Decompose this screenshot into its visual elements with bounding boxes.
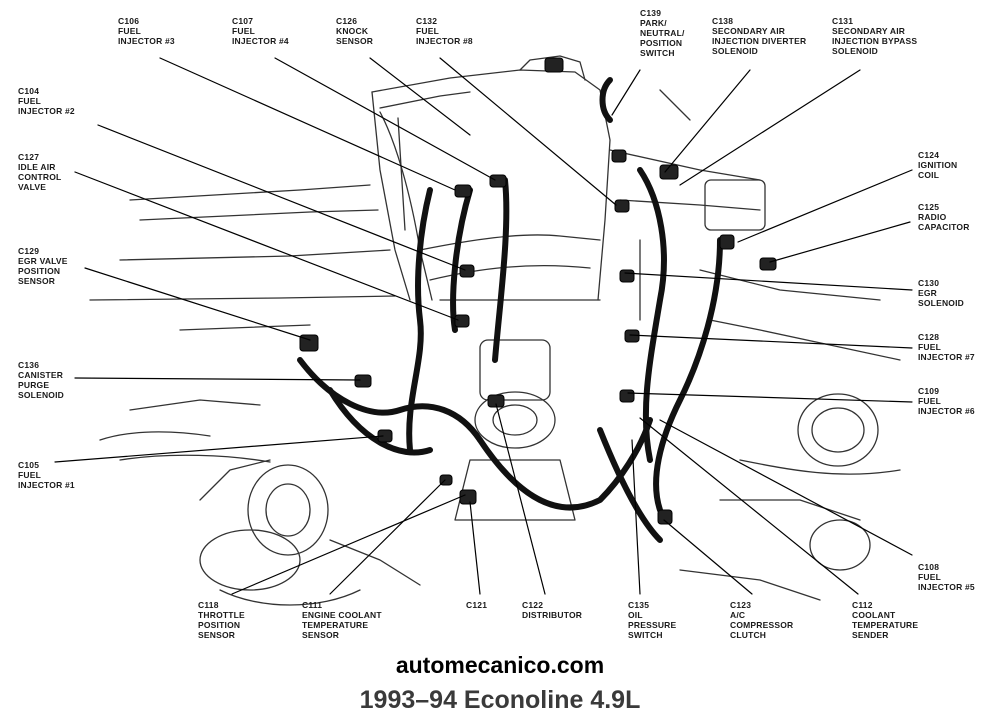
leader-lines <box>54 57 913 595</box>
site-watermark: automecanico.com <box>395 652 605 678</box>
label-c121: C121 <box>466 600 488 610</box>
connectors <box>299 57 777 525</box>
diagram-caption: 1993–94 Econoline 4.9L <box>359 686 641 714</box>
engine-line-drawing <box>54 55 913 606</box>
